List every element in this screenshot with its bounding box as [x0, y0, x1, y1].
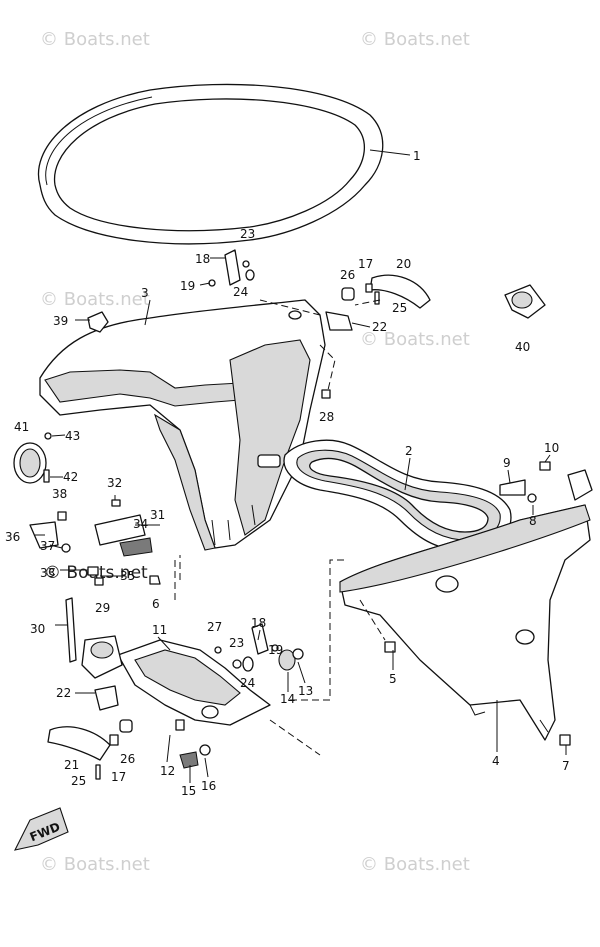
callout-43: 43 [65, 429, 80, 443]
callout-19-bottom: 19 [268, 643, 283, 657]
callout-29: 29 [95, 601, 110, 615]
watermark-1: © Boats.net [40, 29, 150, 50]
callout-6: 6 [152, 597, 160, 611]
watermark-6: © Boats.net [40, 854, 150, 875]
callout-labels: 1 2 3 4 5 6 7 8 9 10 11 12 13 14 15 16 1… [5, 149, 570, 798]
callout-26-bottom: 26 [120, 752, 135, 766]
callout-22-top: 22 [372, 320, 387, 334]
callout-20: 20 [396, 257, 411, 271]
callout-23-bottom: 23 [229, 636, 244, 650]
callout-17-top: 17 [358, 257, 373, 271]
callout-15: 15 [181, 784, 196, 798]
callout-10: 10 [544, 441, 559, 455]
callout-42: 42 [63, 470, 78, 484]
callout-34: 34 [133, 517, 148, 531]
callout-17-bottom: 17 [111, 770, 126, 784]
part-1-seal [37, 83, 384, 245]
callout-39: 39 [53, 314, 68, 328]
callout-23-top: 23 [240, 227, 255, 241]
callout-38: 38 [52, 487, 67, 501]
callout-4: 4 [492, 754, 500, 768]
part-3-upper-cover [39, 299, 326, 551]
callout-14: 14 [280, 692, 295, 706]
callout-12: 12 [160, 764, 175, 778]
callout-18-top: 18 [195, 252, 210, 266]
watermark-7: © Boats.net [360, 854, 470, 875]
callout-11: 11 [152, 623, 167, 637]
callout-19-top: 19 [180, 279, 195, 293]
callout-9: 9 [503, 456, 511, 470]
callout-18-bottom: 18 [251, 616, 266, 630]
leader-lines [35, 149, 567, 783]
fwd-arrow: FWD [13, 807, 69, 851]
callout-32: 32 [107, 476, 122, 490]
callout-1: 1 [413, 149, 421, 163]
callout-33: 33 [40, 566, 55, 580]
dashed-assembly-lines [174, 299, 386, 756]
callout-3: 3 [141, 286, 149, 300]
callout-8: 8 [529, 514, 537, 528]
watermark-3: © Boats.net [40, 289, 150, 310]
callout-2: 2 [405, 444, 413, 458]
part-2-lower-frame [283, 439, 512, 551]
callout-13: 13 [298, 684, 313, 698]
callout-25-bottom: 25 [71, 774, 86, 788]
part-4-lower-cover [339, 469, 593, 741]
callout-30: 30 [30, 622, 45, 636]
callout-41: 41 [14, 420, 29, 434]
callout-7: 7 [562, 759, 570, 773]
callout-31: 31 [150, 508, 165, 522]
part-11-bracket [117, 639, 271, 726]
callout-28: 28 [319, 410, 334, 424]
watermark-4: © Boats.net [360, 329, 470, 350]
callout-16: 16 [201, 779, 216, 793]
watermarks: © Boats.net © Boats.net © Boats.net © Bo… [40, 29, 470, 875]
callout-21: 21 [64, 758, 79, 772]
callout-24-bottom: 24 [240, 676, 255, 690]
callout-35: 35 [120, 569, 135, 583]
watermark-2: © Boats.net [360, 29, 470, 50]
callout-5: 5 [389, 672, 397, 686]
callout-40: 40 [515, 340, 530, 354]
callout-26-top: 26 [340, 268, 355, 282]
callout-27: 27 [207, 620, 222, 634]
callout-37: 37 [40, 539, 55, 553]
small-parts [13, 249, 571, 780]
callout-25-top: 25 [392, 301, 407, 315]
callout-22-bottom: 22 [56, 686, 71, 700]
callout-36: 36 [5, 530, 20, 544]
callout-24-top: 24 [233, 285, 248, 299]
